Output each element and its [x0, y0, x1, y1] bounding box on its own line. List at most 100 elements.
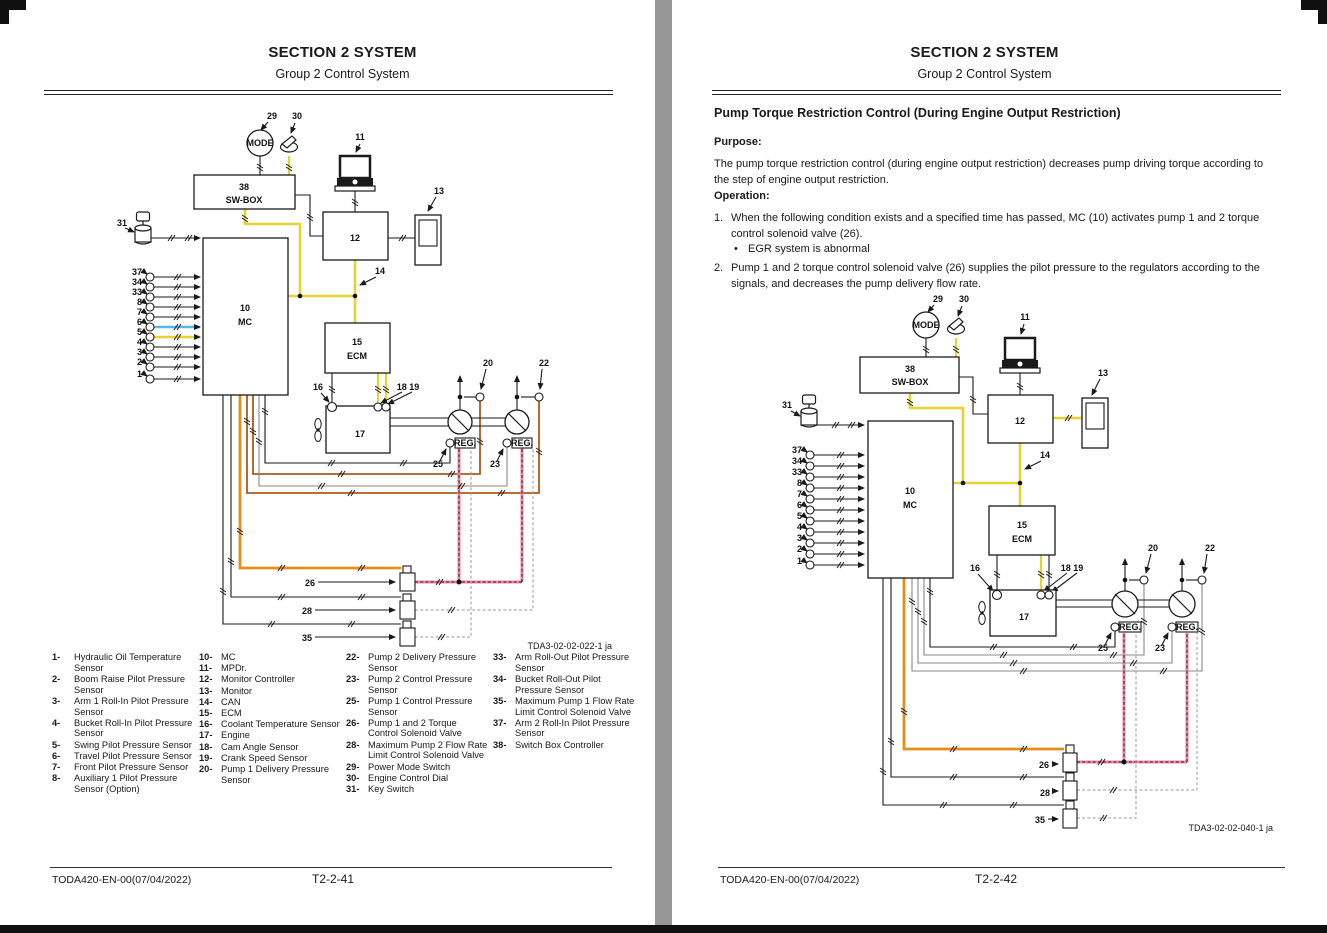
legend-item-text: Engine [221, 730, 250, 741]
legend-item: 28-Maximum Pump 2 Flow Rate Limit Contro… [346, 740, 488, 761]
junction-dots [960, 480, 1185, 765]
regulator-1 [454, 437, 476, 449]
diagram-label: 29 [933, 294, 943, 304]
diagram-label: 4 [797, 522, 802, 532]
pump1-delivery-sensor [1139, 575, 1149, 585]
diagram-label: 6 [797, 500, 802, 510]
page-subtitle: Group 2 Control System [275, 67, 410, 81]
bullet-glyph: • [734, 243, 738, 255]
scan-bottom-edge [0, 925, 1327, 933]
pump1-delivery-sensor [475, 392, 485, 402]
legend-item-number: 28- [346, 739, 360, 750]
diagram-label: 11 [355, 132, 365, 142]
legend-item-number: 6- [52, 750, 61, 761]
diagram-label: 12 [1015, 416, 1025, 426]
pump2-control-sensor [502, 438, 512, 448]
page-subtitle: Group 2 Control System [917, 67, 1052, 81]
mc-box [202, 237, 289, 396]
diagram-label: 1 [797, 556, 802, 566]
legend-item-text: Power Mode Switch [368, 761, 451, 772]
scan-corner-mark [0, 0, 26, 10]
diagram-label: 37 [792, 445, 802, 455]
diagram-label: REG. [1119, 622, 1141, 632]
diagram-label: 3 [797, 533, 802, 543]
laptop-mpdr-icon [998, 336, 1042, 375]
monitor-controller-box [322, 211, 389, 261]
diagram-label: MODE [913, 320, 940, 330]
diagram-label: SW-BOX [892, 377, 929, 387]
power-mode-switch-icon [912, 311, 940, 339]
crank-speed-sensor [381, 402, 391, 412]
pump2-delivery-sensor [534, 392, 544, 402]
legend-item-number: 16- [199, 719, 213, 730]
diagram-label: 2 [797, 544, 802, 554]
diagram-label: 6 [137, 317, 142, 327]
legend-item-text: Pump 1 Control Pressure Sensor [368, 695, 473, 717]
section-heading: Pump Torque Restriction Control (During … [714, 106, 1121, 120]
legend-item-text: Pump 2 Control Pressure Sensor [368, 673, 473, 695]
scan-corner-mark [1301, 0, 1327, 10]
legend-item-number: 17- [199, 730, 213, 741]
diagram-label: MC [903, 500, 917, 510]
diagram-label: 25 [1098, 643, 1108, 653]
operation-item-1: 1. When the following condition exists a… [714, 211, 1281, 242]
diagram-label: REG. [454, 438, 476, 448]
junction-dots [297, 293, 520, 585]
diagram-label: 30 [959, 294, 969, 304]
ecm-box [324, 322, 391, 374]
scan-corner-mark [1318, 0, 1327, 24]
diagram-label: 22 [1205, 543, 1215, 553]
diagram-label: 30 [292, 111, 302, 121]
cam-angle-sensor [373, 402, 383, 412]
diagram-label: 23 [1155, 643, 1165, 653]
power-mode-switch-icon [246, 129, 274, 157]
diagram-label: MC [238, 317, 252, 327]
legend-item: 14-CAN [199, 697, 341, 708]
pump2-control-sensor [1167, 622, 1177, 632]
pump2-delivery-sensor [1197, 575, 1207, 585]
legend-item-text: Boom Raise Pilot Pressure Sensor [74, 673, 186, 695]
diagram-label: 12 [350, 233, 360, 243]
operation-label: Operation: [714, 190, 770, 202]
legend-item-text: Engine Control Dial [368, 772, 449, 783]
diagram-label: 16 [313, 382, 323, 392]
legend-item: 18-Cam Angle Sensor [199, 742, 341, 753]
coolant-temp-sensor [326, 401, 338, 413]
legend-item: 20-Pump 1 Delivery Pressure Sensor [199, 764, 341, 785]
diagram-label: 38 [905, 364, 915, 374]
diagram-label: 17 [1019, 612, 1029, 622]
legend-item-number: 37- [493, 717, 507, 728]
diagram-label: 5 [137, 327, 142, 337]
pump1-control-sensor [1110, 622, 1120, 632]
legend-item-text: Arm 1 Roll-In Pilot Pressure Sensor [74, 695, 189, 717]
diagram-label: REG. [511, 438, 533, 448]
legend-item: 33-Arm Roll-Out Pilot Pressure Sensor [493, 652, 635, 673]
legend-item: 25-Pump 1 Control Pressure Sensor [346, 696, 488, 717]
ecm-box [988, 505, 1056, 556]
legend-item-number: 31- [346, 783, 360, 794]
diagram-label: MODE [247, 138, 274, 148]
legend-item-number: 11- [199, 663, 212, 674]
legend-item-number: 10- [199, 652, 213, 662]
crank-speed-sensor [1044, 590, 1054, 600]
legend-item: 3-Arm 1 Roll-In Pilot Pressure Sensor [52, 696, 194, 717]
legend-item-text: MC [221, 652, 236, 662]
engine-box [325, 405, 391, 454]
legend-item-number: 4- [52, 717, 61, 728]
diagram-label: 26 [1039, 760, 1049, 770]
footer-page-number: T2-2-42 [975, 872, 1018, 886]
legend-item: 10- MC [199, 652, 341, 663]
legend-item-number: 15- [199, 708, 213, 719]
item-number: 2. [714, 262, 724, 274]
input-sensor-circles [805, 450, 815, 570]
legend-item-text: Cam Angle Sensor [221, 741, 299, 752]
legend-item-text: Coolant Temperature Sensor [221, 719, 340, 730]
legend-item-number: 26- [346, 717, 360, 728]
switch-box [193, 174, 296, 210]
diagram-label: 15 [352, 337, 362, 347]
diagram-label: 28 [302, 606, 312, 616]
legend-item-text: Monitor Controller [221, 674, 295, 685]
manual-page-left: SECTION 2 SYSTEM Group 2 Control System [30, 0, 655, 925]
